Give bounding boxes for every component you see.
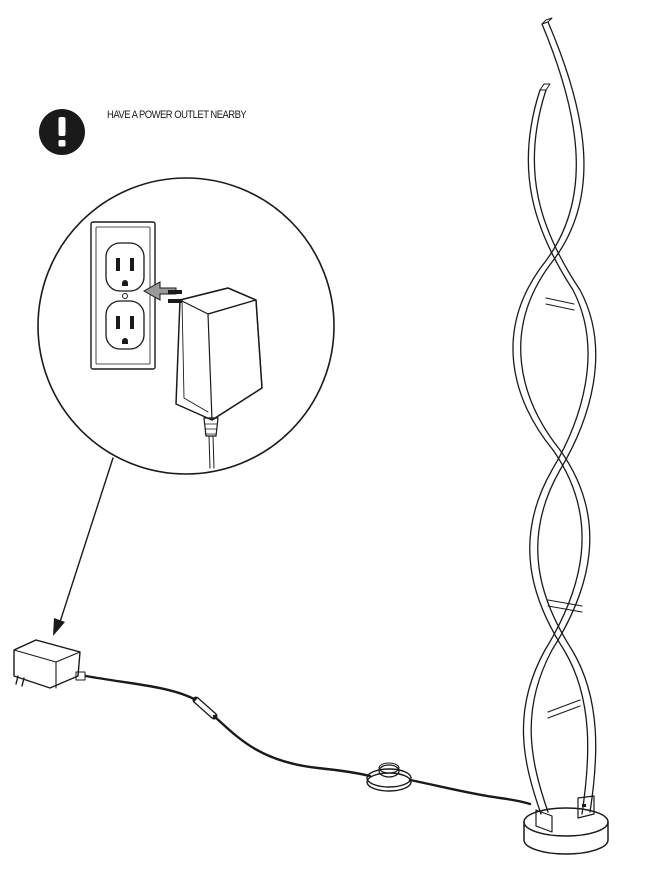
floor-lamp bbox=[512, 17, 609, 855]
power-cord bbox=[84, 674, 532, 806]
power-adapter-magnified bbox=[168, 287, 263, 469]
wall-outlet bbox=[90, 221, 156, 370]
foot-switch bbox=[366, 762, 412, 792]
leader-arrow bbox=[53, 457, 114, 636]
exclamation-icon bbox=[39, 109, 85, 155]
power-adapter bbox=[13, 639, 86, 689]
magnified-detail-circle bbox=[37, 177, 335, 475]
warning-text: HAVE A POWER OUTLET NEARBY bbox=[107, 109, 247, 121]
